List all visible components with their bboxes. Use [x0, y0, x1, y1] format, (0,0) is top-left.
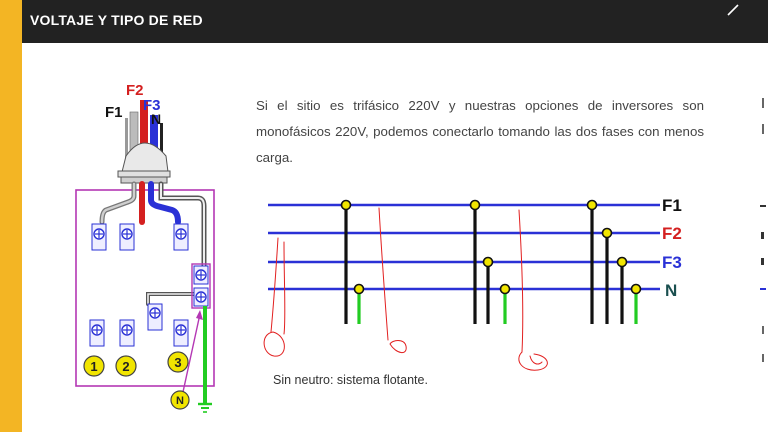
load-group-1 [340, 199, 365, 324]
wiring-diagram: 1 2 3 N F1 F2 F3 N [75, 82, 215, 413]
top-terminal-block [91, 223, 189, 251]
next-slide-fragment [760, 98, 766, 362]
diagram-caption: Sin neutro: sistema flotante. [273, 373, 428, 387]
middle-terminal [147, 303, 163, 331]
wire-label-f3: F3 [143, 97, 161, 114]
bus-label-f1: F1 [662, 196, 682, 215]
neutral-tag: N [176, 395, 184, 407]
wire-label-f1: F1 [105, 104, 123, 121]
neutral-arrow [182, 310, 203, 393]
handwritten-annotations [263, 207, 548, 371]
side-terminals [191, 263, 211, 309]
bottom-terminal-block [89, 319, 189, 347]
ground-wire [198, 306, 212, 413]
circle-label-3: 3 [174, 355, 181, 370]
circle-label-2: 2 [122, 359, 129, 374]
description-paragraph: Si el sitio es trifásico 220V y nuestras… [256, 98, 704, 165]
bus-label-f2: F2 [662, 224, 682, 243]
bus-label-n: N [665, 281, 677, 300]
bus-line-diagram: F1 F2 F3 N [263, 196, 682, 371]
internal-wires [99, 181, 207, 306]
bus-label-f3: F3 [662, 253, 682, 272]
wire-label-n: N [151, 111, 161, 127]
circle-label-1: 1 [90, 359, 97, 374]
header-bar: VOLTAJE Y TIPO DE RED [22, 0, 768, 43]
load-group-2 [469, 199, 511, 324]
slide-title: VOLTAJE Y TIPO DE RED [30, 12, 203, 28]
numbered-circles: 1 2 3 [83, 351, 189, 377]
bus-lines [268, 203, 660, 291]
cable-gland [117, 142, 171, 184]
accent-bar [0, 0, 22, 432]
pen-icon[interactable] [726, 3, 740, 17]
load-group-3 [586, 199, 642, 324]
wire-label-f2: F2 [126, 82, 144, 99]
slide: VOLTAJE Y TIPO DE RED [22, 0, 768, 432]
